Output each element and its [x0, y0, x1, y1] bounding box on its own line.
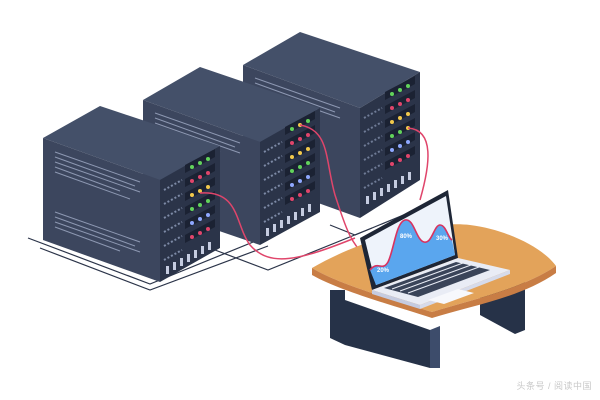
chart-label-2: 80%	[400, 234, 413, 240]
network-cables	[199, 124, 429, 261]
chart-area	[370, 219, 455, 285]
chart-label-3: 30%	[436, 236, 449, 242]
chart-label-1: 20%	[377, 268, 390, 274]
server-rack-left	[43, 106, 220, 282]
keyboard	[384, 262, 490, 297]
chart-line	[369, 219, 453, 271]
watermark-text: 头条号 / 阅读中国	[516, 381, 592, 391]
laptop: 20% 80% 30%	[360, 190, 510, 309]
